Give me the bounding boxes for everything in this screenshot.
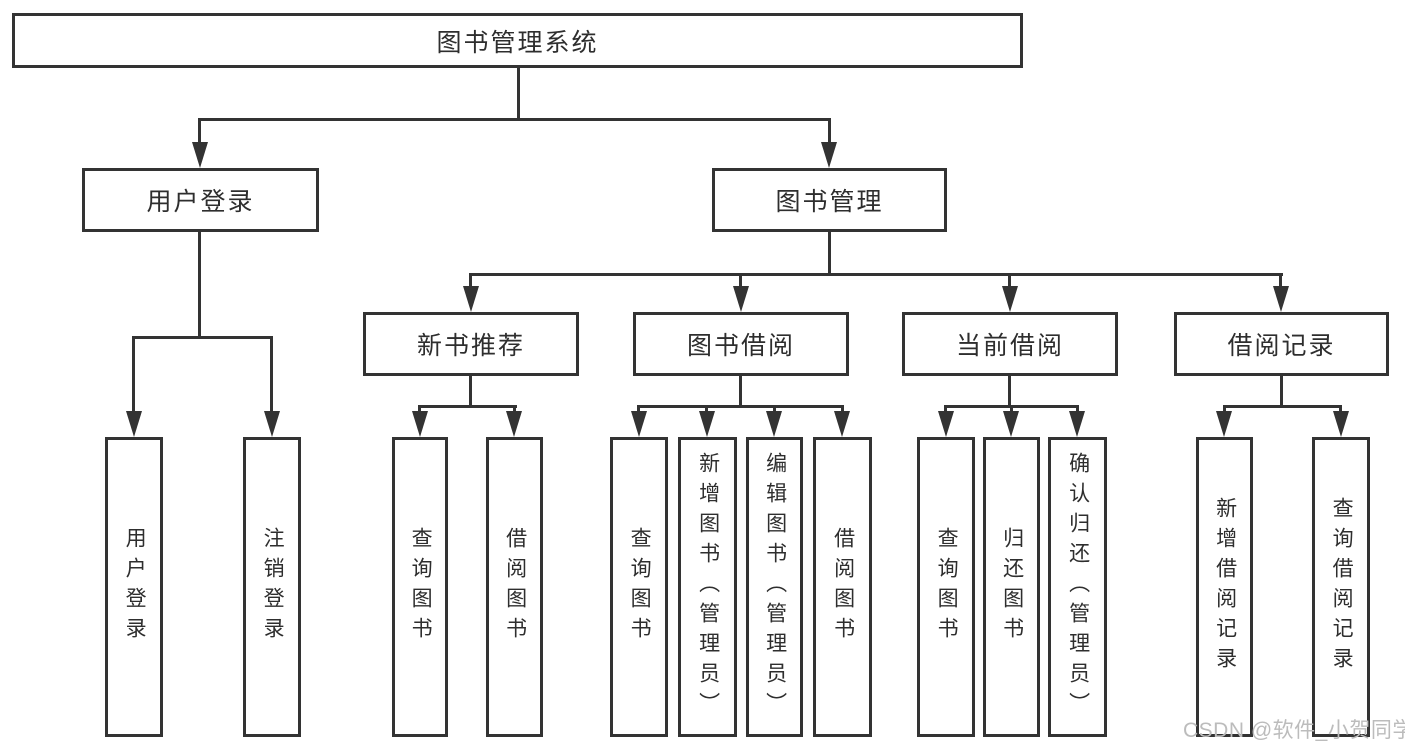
node-new-book-recommend: 新书推荐 [363, 312, 579, 376]
arrowhead-down-icon [1216, 411, 1232, 437]
node-label: 图书管理 [775, 188, 884, 216]
arrowhead-down-icon [1003, 411, 1019, 437]
node-label: 用户登录 [123, 527, 147, 647]
node-borrowing-records: 借阅记录 [1174, 312, 1389, 376]
node-cb-confirm-return-admin: 确认归还（管理员） [1048, 437, 1107, 737]
node-label: 新书推荐 [416, 332, 525, 360]
connector-stem [944, 405, 947, 415]
arrowhead-down-icon [1069, 411, 1085, 437]
arrowhead-down-icon [1273, 286, 1289, 312]
node-library-management-system: 图书管理系统 [12, 13, 1023, 68]
node-user-login-action: 用户登录 [105, 437, 163, 737]
arrowhead-down-icon [1002, 286, 1018, 312]
arrowhead-down-icon [733, 286, 749, 312]
arrowhead-down-icon [766, 411, 782, 437]
connector-stem [1339, 405, 1342, 415]
node-br-query-record: 查询借阅记录 [1312, 437, 1370, 737]
connector-stub [739, 376, 742, 405]
connector-bus [418, 405, 517, 408]
node-label: 查询图书 [628, 527, 652, 647]
connector-stem [132, 336, 135, 413]
connector-bus [132, 336, 273, 339]
connector-stem [270, 336, 273, 413]
node-label: 确认归还（管理员） [1066, 452, 1090, 722]
arrowhead-down-icon [412, 411, 428, 437]
connector-stem [705, 405, 708, 415]
node-bb-edit-book-admin: 编辑图书（管理员） [746, 437, 803, 737]
node-user-login: 用户登录 [82, 168, 319, 232]
connector-stem [841, 405, 844, 415]
connector-stub [828, 232, 831, 273]
connector-stem [418, 405, 421, 415]
arrowhead-down-icon [834, 411, 850, 437]
connector-bus [469, 273, 1283, 276]
arrowhead-down-icon [192, 142, 208, 168]
node-bb-borrow-book: 借阅图书 [813, 437, 872, 737]
arrowhead-down-icon [938, 411, 954, 437]
node-label: 归还图书 [1000, 527, 1024, 647]
node-current-borrowing: 当前借阅 [902, 312, 1118, 376]
arrowhead-down-icon [264, 411, 280, 437]
connector-stem [828, 118, 831, 146]
node-nb-query-book: 查询图书 [392, 437, 448, 737]
connector-stem [1010, 405, 1013, 415]
connector-stem [513, 405, 516, 415]
node-book-management: 图书管理 [712, 168, 947, 232]
node-bb-query-book: 查询图书 [610, 437, 668, 737]
connector-stub [1280, 376, 1283, 405]
node-label: 用户登录 [146, 188, 255, 216]
arrowhead-down-icon [506, 411, 522, 437]
node-label: 借阅记录 [1227, 332, 1336, 360]
arrowhead-down-icon [1333, 411, 1349, 437]
node-book-borrowing: 图书借阅 [633, 312, 849, 376]
connector-stem [1076, 405, 1079, 415]
node-br-add-record: 新增借阅记录 [1196, 437, 1253, 737]
watermark: CSDN @软件_小贺同学 [1183, 719, 1405, 742]
node-label: 借阅图书 [831, 527, 855, 647]
arrowhead-down-icon [821, 142, 837, 168]
connector-stub [469, 376, 472, 405]
node-label: 新增图书（管理员） [696, 452, 720, 722]
connector-stub [198, 232, 201, 336]
node-label: 新增借阅记录 [1213, 497, 1237, 677]
node-label: 查询图书 [409, 527, 433, 647]
node-label: 图书管理系统 [436, 28, 599, 57]
connector-stem [773, 405, 776, 415]
connector-stem [469, 273, 472, 288]
connector-stem [198, 118, 201, 146]
node-logout-action: 注销登录 [243, 437, 301, 737]
connector-stem [1008, 273, 1011, 288]
connector-root-bus [198, 118, 831, 121]
node-nb-borrow-book: 借阅图书 [486, 437, 543, 737]
node-label: 查询图书 [935, 527, 959, 647]
node-cb-return-book: 归还图书 [983, 437, 1040, 737]
connector-root-stub [517, 68, 520, 118]
arrowhead-down-icon [463, 286, 479, 312]
connector-bus [637, 405, 844, 408]
node-bb-add-book-admin: 新增图书（管理员） [678, 437, 737, 737]
connector-stem [637, 405, 640, 415]
arrowhead-down-icon [126, 411, 142, 437]
arrowhead-down-icon [631, 411, 647, 437]
connector-stem [1279, 273, 1282, 288]
node-label: 图书借阅 [686, 332, 795, 360]
connector-stem [739, 273, 742, 288]
node-label: 注销登录 [261, 527, 285, 647]
connector-stub [1008, 376, 1011, 405]
connector-stem [1223, 405, 1226, 415]
node-label: 查询借阅记录 [1330, 497, 1354, 677]
arrowhead-down-icon [699, 411, 715, 437]
connector-bus [1223, 405, 1342, 408]
node-label: 借阅图书 [503, 527, 527, 647]
node-label: 当前借阅 [955, 332, 1064, 360]
node-cb-query-book: 查询图书 [917, 437, 975, 737]
node-label: 编辑图书（管理员） [763, 452, 787, 722]
